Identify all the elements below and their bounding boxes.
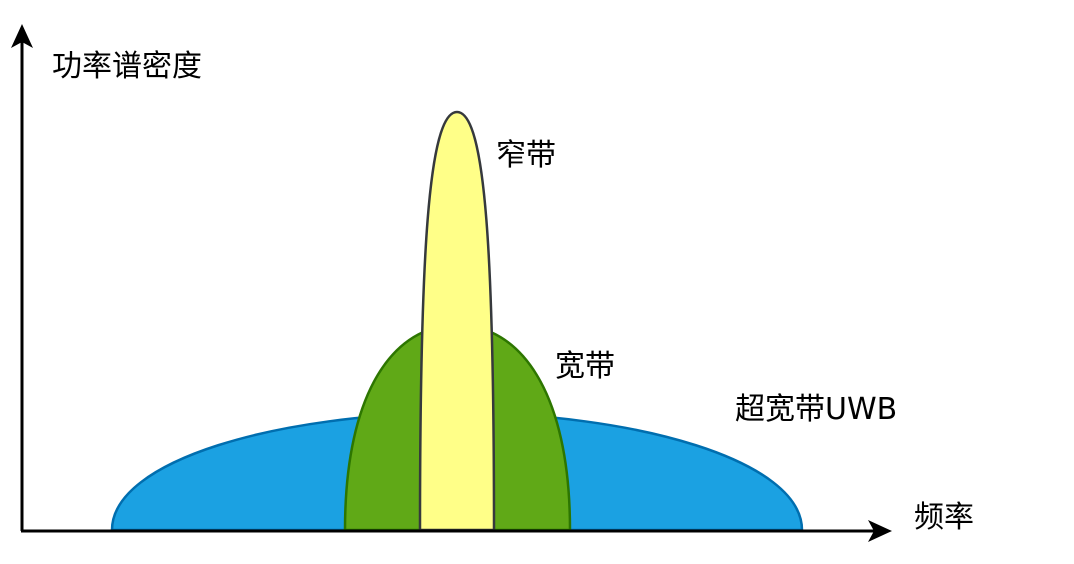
y-axis-arrow-icon — [11, 24, 33, 48]
wideband-label: 宽带 — [555, 349, 615, 384]
x-axis-arrow-icon — [868, 520, 892, 542]
narrowband-label: 窄带 — [496, 138, 556, 173]
y-axis-label: 功率谱密度 — [52, 49, 202, 84]
x-axis-label: 频率 — [914, 500, 974, 535]
uwb-label: 超宽带UWB — [735, 392, 898, 427]
narrowband-shape — [418, 110, 496, 532]
